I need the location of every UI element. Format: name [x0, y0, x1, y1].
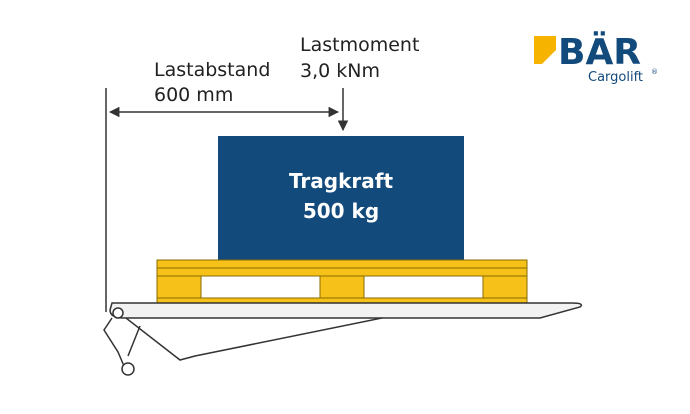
logo-sub-text: Cargolift — [588, 70, 643, 85]
lift-arm-pivot-top — [112, 307, 124, 319]
pallet-top-board — [156, 259, 528, 269]
pallet — [156, 259, 528, 304]
tragkraft-title: Tragkraft — [289, 169, 393, 193]
lift-arm-inner — [127, 325, 141, 357]
lastmoment-title: Lastmoment — [300, 34, 419, 56]
baer-cargolift-logo: BÄR Cargolift ® — [534, 31, 658, 85]
logo-brand-text: BÄR — [558, 31, 641, 73]
lift-arm-pivot-bottom — [121, 362, 135, 376]
lastabstand-title: Lastabstand — [154, 59, 270, 81]
lift-arm — [103, 307, 383, 376]
pallet-block-left — [156, 275, 202, 299]
lift-arm-upper — [125, 317, 383, 361]
lift-platform — [109, 302, 583, 319]
lastabstand-value: 600 mm — [154, 84, 233, 106]
lastmoment-value: 3,0 kNm — [300, 60, 380, 82]
load-box — [218, 136, 464, 260]
pallet-block-center — [319, 275, 365, 299]
pallet-block-right — [482, 275, 528, 299]
lift-arm-lower — [103, 317, 125, 367]
logo-mark — [534, 36, 556, 64]
pallet-middle-board — [156, 267, 528, 277]
logo-registered-mark: ® — [651, 68, 658, 76]
tragkraft-value: 500 kg — [303, 199, 379, 223]
